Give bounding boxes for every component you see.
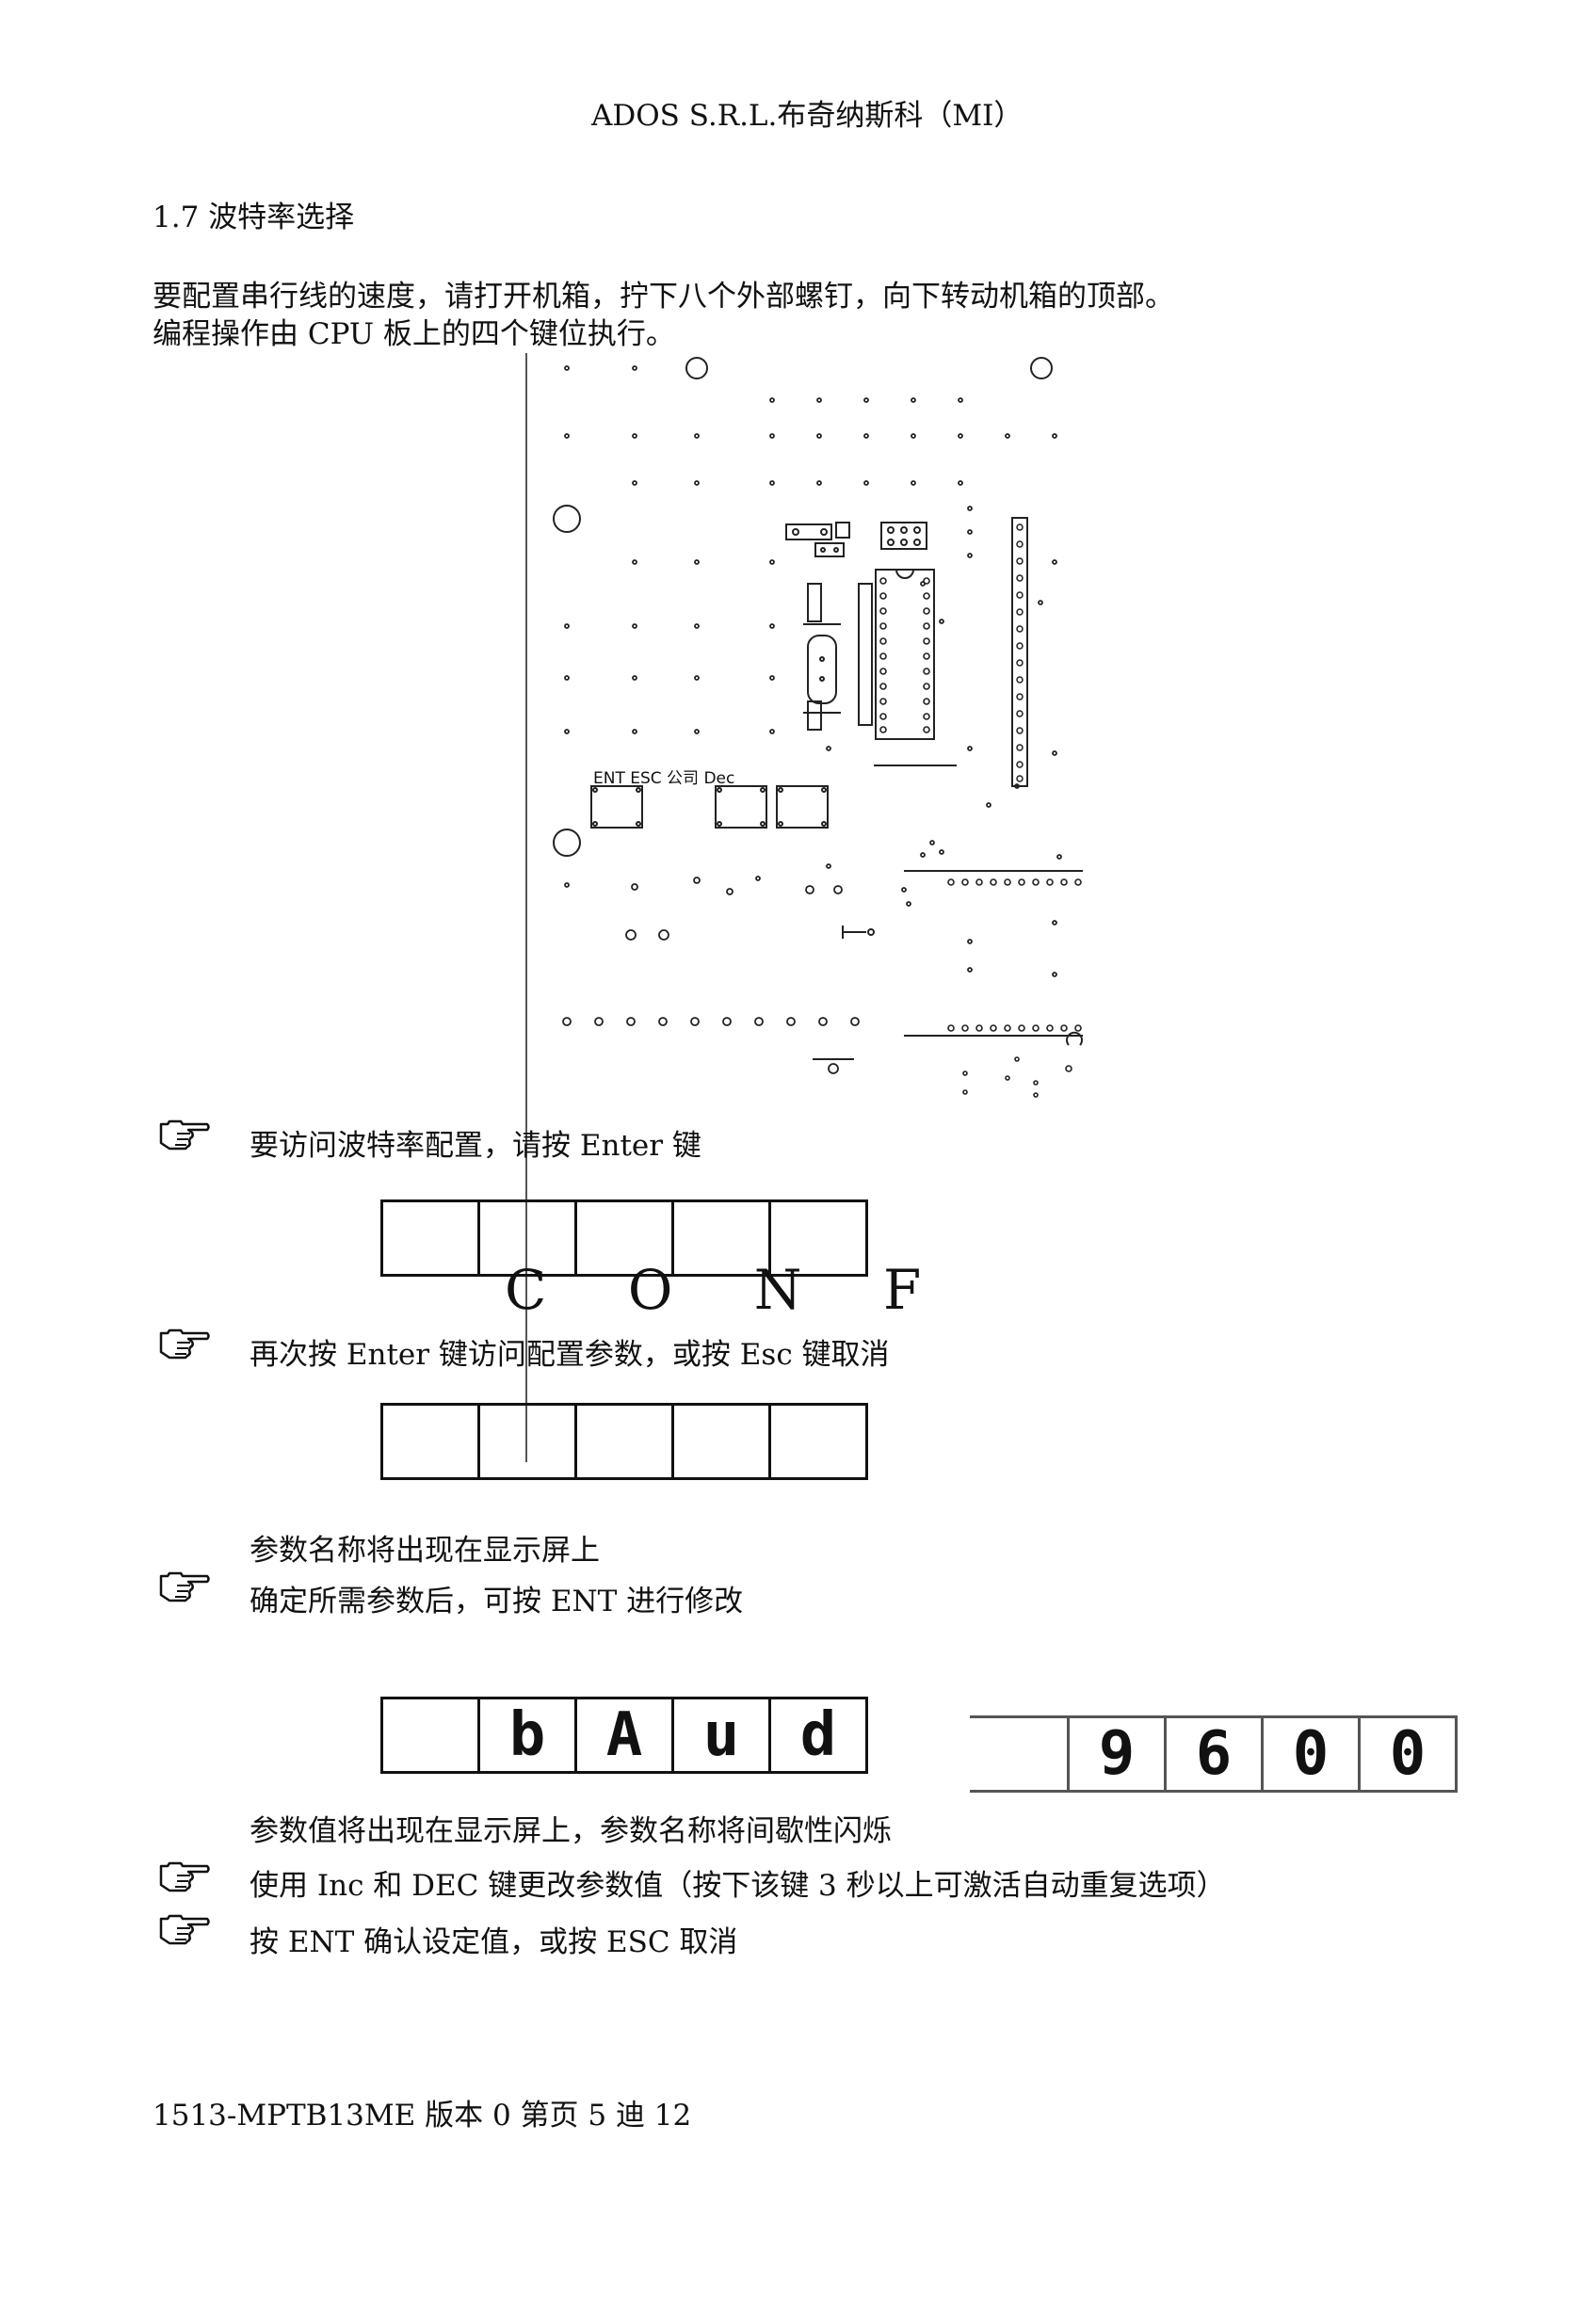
display-digit: d xyxy=(768,1697,868,1774)
display-digit xyxy=(671,1403,771,1480)
display-baud: b A u d xyxy=(380,1697,868,1774)
display-digit xyxy=(380,1697,480,1774)
intro-line-2: 编程操作由 CPU 板上的四个键位执行。 xyxy=(153,317,675,351)
section-title: 1.7 波特率选择 xyxy=(153,201,355,234)
display-conf xyxy=(380,1199,868,1277)
display-digit: A xyxy=(574,1697,674,1774)
page-header: ADOS S.R.L.布奇纳斯科（MI） xyxy=(591,99,1024,133)
step-2-text: 再次按 Enter 键访问配置参数，或按 Esc 键取消 xyxy=(250,1338,890,1372)
pointing-hand-icon xyxy=(159,1861,210,1892)
pointing-hand-icon xyxy=(159,1914,210,1945)
intro-line-1: 要配置串行线的速度，请打开机箱，拧下八个外部螺钉，向下转动机箱的顶部。 xyxy=(153,280,1174,314)
display-digit: u xyxy=(671,1697,771,1774)
display-digit xyxy=(477,1403,577,1480)
step-1-text: 要访问波特率配置，请按 Enter 键 xyxy=(250,1129,701,1163)
display-digit: 0 xyxy=(1358,1715,1458,1793)
display-digit xyxy=(970,1715,1070,1793)
note-param-name: 参数名称将出现在显示屏上 xyxy=(250,1534,600,1568)
display-blank xyxy=(380,1403,868,1480)
display-digit xyxy=(380,1403,480,1480)
display-digit xyxy=(380,1199,480,1277)
display-9600: 9 6 0 0 xyxy=(970,1715,1458,1793)
display-conf-text: C O N F xyxy=(505,1258,954,1322)
step-5-text: 按 ENT 确认设定值，或按 ESC 取消 xyxy=(250,1925,738,1959)
board-key-labels: ENT ESC 公司 Dec xyxy=(593,769,735,788)
display-digit: 9 xyxy=(1067,1715,1167,1793)
page-footer: 1513-MPTB13ME 版本 0 第页 5 迪 12 xyxy=(153,2099,692,2133)
display-digit: 6 xyxy=(1164,1715,1264,1793)
step-4-text: 使用 Inc 和 DEC 键更改参数值（按下该键 3 秒以上可激活自动重复选项） xyxy=(250,1869,1226,1903)
display-digit xyxy=(768,1403,868,1480)
pointing-hand-icon xyxy=(159,1328,210,1360)
display-digit: 0 xyxy=(1261,1715,1361,1793)
note-param-value: 参数值将出现在显示屏上，参数名称将间歇性闪烁 xyxy=(250,1814,892,1848)
pointing-hand-icon xyxy=(159,1571,210,1602)
cpu-board-diagram xyxy=(553,357,1083,1098)
vertical-rule xyxy=(525,353,527,1462)
display-digit xyxy=(768,1199,868,1277)
pointing-hand-icon xyxy=(159,1119,210,1151)
display-digit xyxy=(574,1403,674,1480)
step-3-text: 确定所需参数后，可按 ENT 进行修改 xyxy=(250,1585,744,1618)
display-digit: b xyxy=(477,1697,577,1774)
